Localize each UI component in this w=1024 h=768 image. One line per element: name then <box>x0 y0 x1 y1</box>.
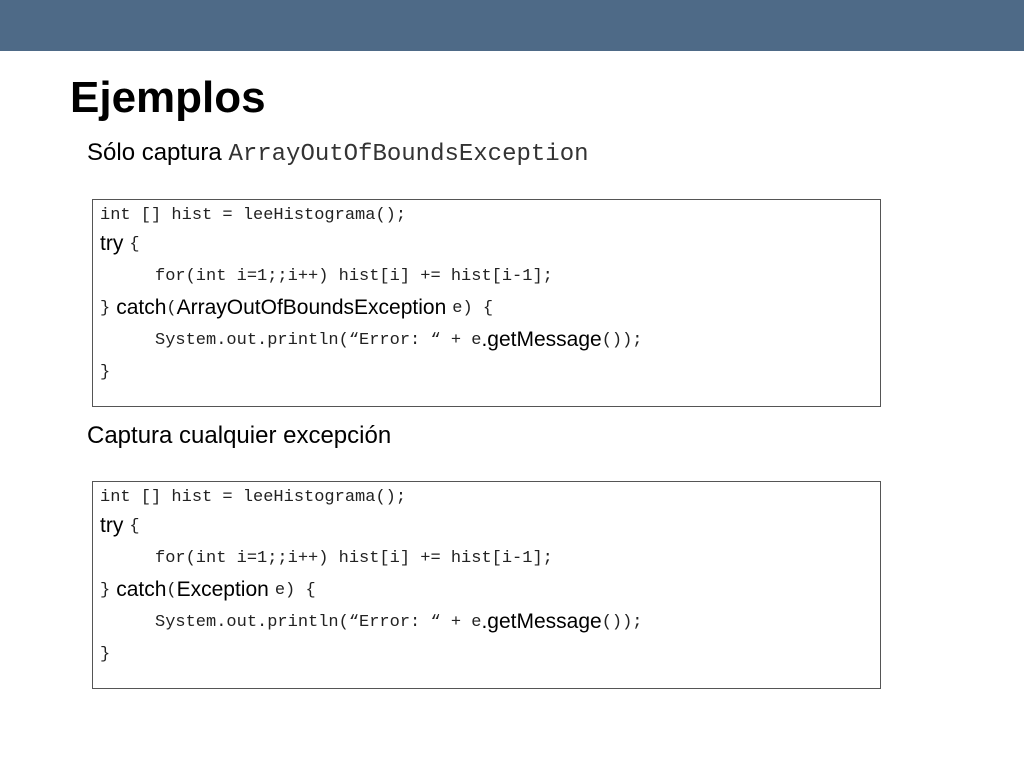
exception-type: Exception <box>176 578 269 601</box>
code-text: ()); <box>601 612 643 632</box>
code-text: { <box>129 516 140 536</box>
example1-caption: Sólo captura ArrayOutOfBoundsException <box>87 138 589 170</box>
code-text: System.out.println(“Error: “ + e <box>155 612 482 632</box>
try-keyword: try <box>100 514 124 537</box>
example2-code-block: int [] hist = leeHistograma(); try{ for(… <box>92 481 881 689</box>
code-line-declaration: int [] hist = leeHistograma(); <box>100 202 880 228</box>
code-text: } <box>100 644 111 664</box>
code-line-try: try{ <box>100 510 880 542</box>
code-line-for: for(int i=1;;i++) hist[i] += hist[i-1]; <box>100 260 880 292</box>
code-line-declaration: int [] hist = leeHistograma(); <box>100 484 880 510</box>
code-text: ( <box>166 580 177 600</box>
header-bar <box>0 0 1024 51</box>
exception-type: ArrayOutOfBoundsException <box>176 296 447 319</box>
code-text: } <box>100 580 111 600</box>
code-line-println: System.out.println(“Error: “ + e.getMess… <box>100 606 880 638</box>
code-text: } <box>100 298 111 318</box>
code-text: int [] hist = leeHistograma(); <box>100 205 407 225</box>
example1-caption-text: Sólo captura <box>87 139 222 166</box>
example1-code-block: int [] hist = leeHistograma(); try{ for(… <box>92 199 881 407</box>
code-line-println: System.out.println(“Error: “ + e.getMess… <box>100 324 880 356</box>
code-text: e) { <box>274 580 316 600</box>
code-line-try: try{ <box>100 228 880 260</box>
catch-keyword: catch <box>116 578 167 601</box>
code-text: ( <box>166 298 177 318</box>
example1-caption-class: ArrayOutOfBoundsException <box>228 141 589 168</box>
get-message-call: .getMessage <box>481 610 602 633</box>
slide-title: Ejemplos <box>70 73 266 122</box>
catch-keyword: catch <box>116 296 167 319</box>
code-text: for(int i=1;;i++) hist[i] += hist[i-1]; <box>155 548 553 568</box>
code-text: } <box>100 362 111 382</box>
code-text: e) { <box>452 298 494 318</box>
code-text: System.out.println(“Error: “ + e <box>155 330 482 350</box>
example2-caption: Captura cualquier excepción <box>87 421 391 451</box>
code-line-close: } <box>100 638 880 670</box>
code-text: { <box>129 234 140 254</box>
code-line-close: } <box>100 356 880 388</box>
example2-caption-text: Captura cualquier excepción <box>87 422 392 449</box>
code-text: int [] hist = leeHistograma(); <box>100 487 407 507</box>
code-line-for: for(int i=1;;i++) hist[i] += hist[i-1]; <box>100 542 880 574</box>
try-keyword: try <box>100 232 124 255</box>
code-text: for(int i=1;;i++) hist[i] += hist[i-1]; <box>155 266 553 286</box>
get-message-call: .getMessage <box>481 328 602 351</box>
code-text: ()); <box>601 330 643 350</box>
